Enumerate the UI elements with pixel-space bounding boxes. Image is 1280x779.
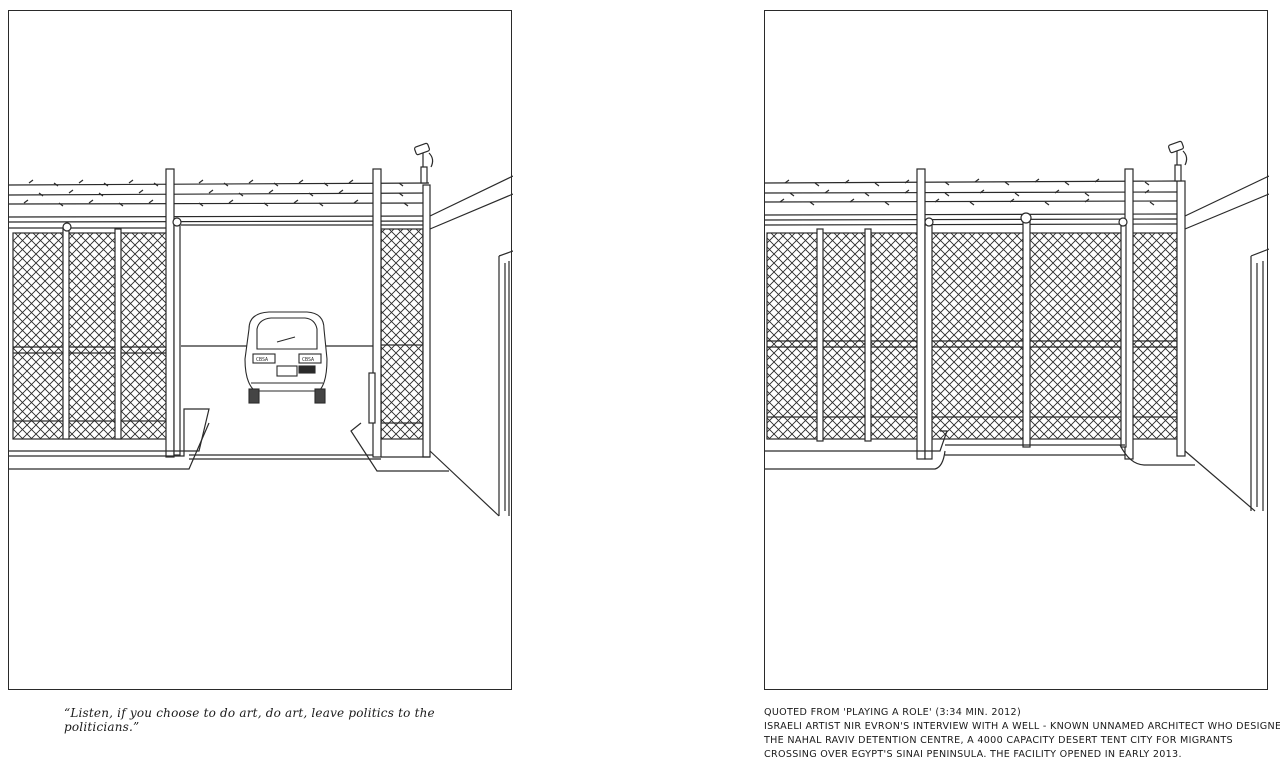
caption-line: Quoted from 'Playing a Role' (3:34 min. …	[764, 707, 1022, 718]
chain-link-fence-left	[12, 232, 169, 440]
quote-caption: “Listen, if you choose to do art, do art…	[64, 706, 435, 734]
license-badge-left: CBSA	[256, 357, 268, 363]
caption-line: Israeli artist Nir Evron's interview wit…	[764, 721, 1280, 732]
illustration-panel-closed-gate	[764, 10, 1269, 690]
open-gate-drawing: CBSA CBSA	[9, 142, 513, 517]
caption-line: the Nahal Raviv detention centre, a 4000…	[764, 735, 1233, 746]
fence-post-left	[916, 168, 926, 460]
illustration-panel-open-gate: CBSA CBSA	[8, 10, 513, 690]
fence-post-right	[372, 168, 382, 458]
barbed-wire	[765, 178, 1178, 206]
chain-link-gate-right	[380, 228, 424, 440]
caption-line: crossing over Egypt's Sinai peninsula. T…	[764, 749, 1182, 760]
closed-gate-drawing	[765, 140, 1269, 512]
surveillance-camera-icon	[414, 142, 434, 184]
barbed-wire	[9, 179, 430, 207]
source-caption: Quoted from 'Playing a Role' (3:34 min. …	[764, 706, 1280, 762]
suv-vehicle	[244, 311, 328, 404]
license-badge-right: CBSA	[302, 357, 314, 363]
chain-link-fence-closed	[766, 232, 1178, 440]
fence-post-left	[165, 168, 175, 458]
surveillance-camera-icon	[1168, 140, 1188, 182]
